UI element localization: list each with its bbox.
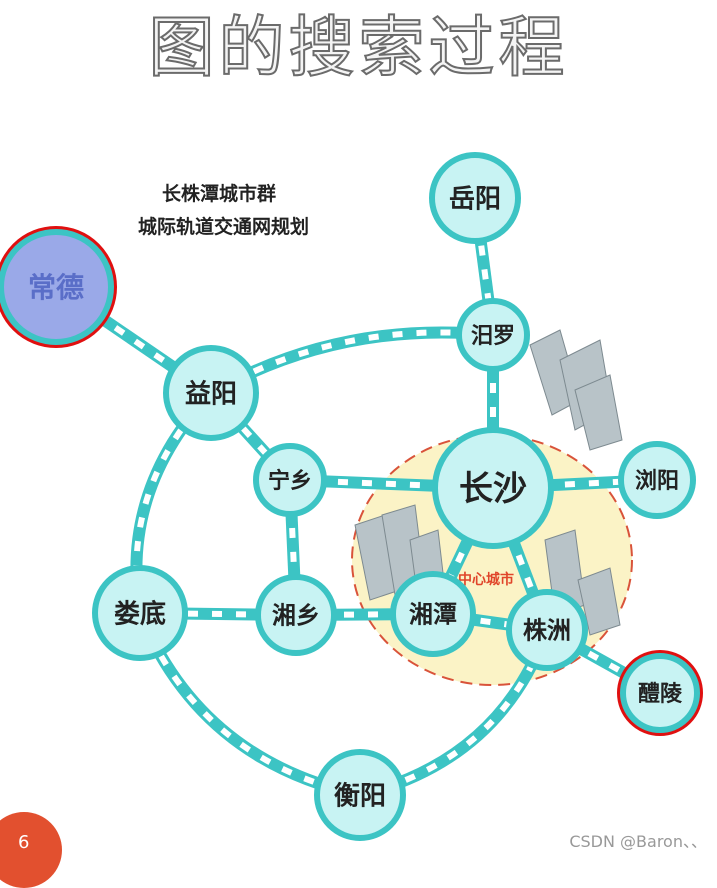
diagram-caption-line1: 长株潭城市群 — [162, 182, 276, 205]
city-node-label: 长沙 — [459, 469, 527, 509]
city-node-circle — [618, 441, 696, 519]
track-yiyang-miluo-dash — [209, 329, 494, 396]
city-node-changde: 常德 — [0, 226, 117, 348]
track-xiangtan-zhuzhou-dash — [432, 611, 548, 633]
city-node-circle — [429, 152, 521, 244]
city-node-label: 衡阳 — [334, 780, 386, 811]
city-node-label: 湘潭 — [409, 601, 457, 629]
center-zone-label: 中心城市 — [458, 571, 514, 588]
page-number: 6 — [18, 832, 30, 853]
highlight-ring — [617, 650, 703, 736]
track-loudi-hengyang-dash — [137, 611, 361, 798]
city-node-circle — [253, 443, 327, 517]
city-node-label: 株洲 — [523, 617, 571, 645]
city-node-loudi: 娄底 — [92, 565, 188, 661]
city-node-circle — [432, 427, 554, 549]
city-node-circle — [163, 345, 259, 441]
city-node-hengyang: 衡阳 — [314, 749, 406, 841]
city-node-label: 汨罗 — [471, 324, 515, 349]
city-node-label: 娄底 — [114, 598, 166, 629]
city-node-liling: 醴陵 — [617, 650, 703, 736]
city-node-circle — [620, 653, 700, 733]
city-node-circle — [0, 229, 114, 345]
city-node-label: 岳阳 — [449, 184, 501, 214]
slide-title: 图的搜索过程 — [148, 8, 569, 87]
city-node-liuyang: 浏阳 — [618, 441, 696, 519]
city-node-xiangxiang: 湘乡 — [255, 574, 337, 656]
building-icon — [529, 329, 623, 451]
city-node-changsha: 长沙 — [432, 427, 554, 549]
city-node-circle — [506, 589, 588, 671]
city-node-label: 益阳 — [185, 379, 237, 409]
diagram-caption-line2: 城际轨道交通网规划 — [138, 215, 309, 238]
city-node-yueyang: 岳阳 — [429, 152, 521, 244]
city-node-circle — [255, 574, 337, 656]
highlight-ring — [0, 226, 117, 348]
city-node-miluo: 汨罗 — [456, 298, 530, 372]
city-node-xiangtan: 湘潭 — [390, 571, 476, 657]
city-node-yiyang: 益阳 — [163, 345, 259, 441]
city-node-label: 湘乡 — [272, 602, 320, 630]
city-node-circle — [456, 298, 530, 372]
city-node-label: 浏阳 — [635, 469, 679, 494]
city-node-circle — [390, 571, 476, 657]
city-node-ningxiang: 宁乡 — [253, 443, 327, 517]
city-node-circle — [314, 749, 406, 841]
city-node-label: 宁乡 — [268, 468, 312, 494]
watermark: CSDN @Baron、、 — [569, 832, 707, 851]
city-node-circle — [92, 565, 188, 661]
city-node-label: 常德 — [28, 271, 84, 304]
city-node-zhuzhou: 株洲 — [506, 589, 588, 671]
city-node-label: 醴陵 — [638, 681, 683, 707]
